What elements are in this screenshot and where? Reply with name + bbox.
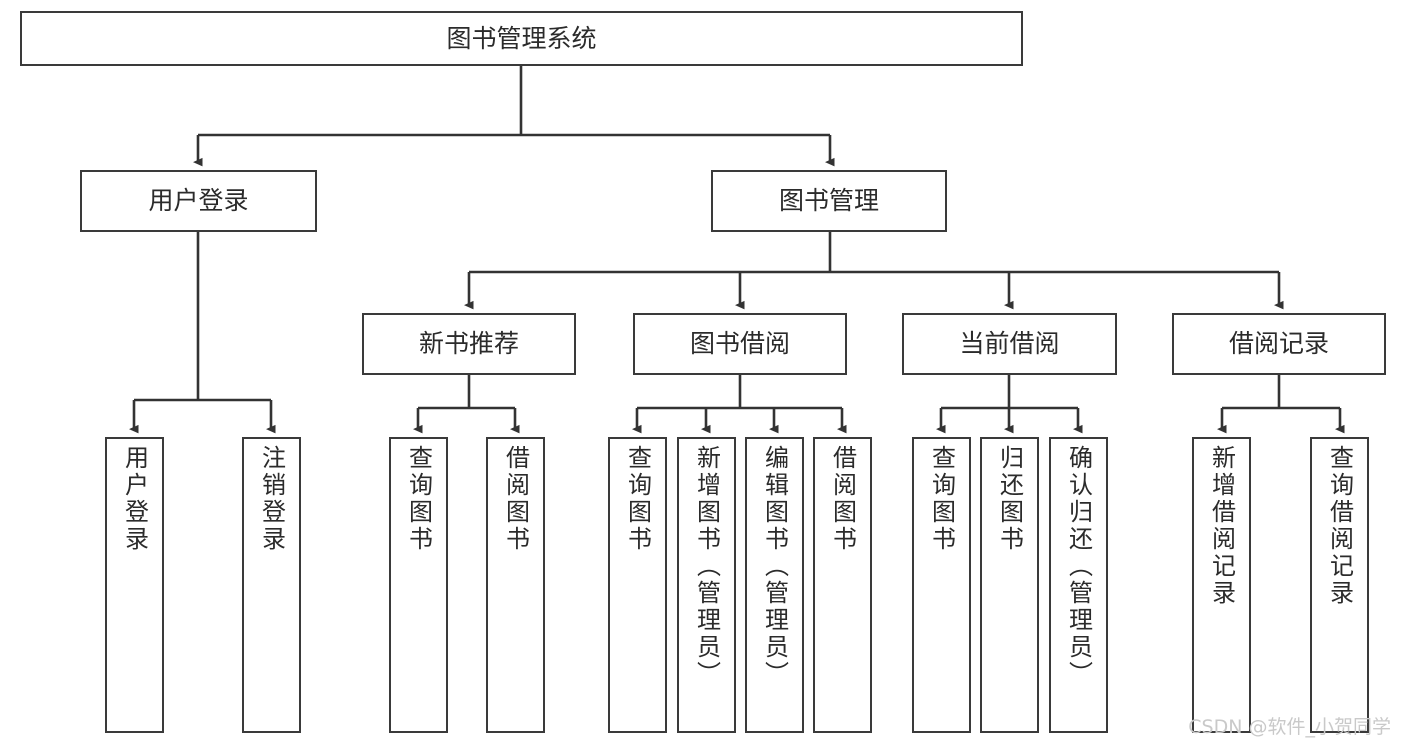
node-label: 查询借阅记录 [1325,445,1354,607]
node-label: 查询图书 [623,445,652,553]
node-leaf-add-borrow-record[interactable]: 新增借阅记录 [1192,437,1251,733]
node-leaf-query-book-2[interactable]: 查询图书 [608,437,667,733]
node-label: 归还图书 [995,445,1024,553]
node-leaf-borrow-book-1[interactable]: 借阅图书 [486,437,545,733]
node-borrow-record[interactable]: 借阅记录 [1172,313,1386,375]
node-label: 查询图书 [404,445,433,553]
node-leaf-logout-login[interactable]: 注销登录 [242,437,301,733]
node-leaf-query-book-1[interactable]: 查询图书 [389,437,448,733]
node-leaf-query-borrow-record[interactable]: 查询借阅记录 [1310,437,1369,733]
node-label: 新书推荐 [418,329,519,359]
node-label: 借阅图书 [501,445,530,553]
node-leaf-user-login[interactable]: 用户登录 [105,437,164,733]
node-leaf-confirm-return[interactable]: 确认归还（管理员） [1049,437,1108,733]
node-label: 图书借阅 [689,329,790,359]
node-label: 借阅记录 [1228,329,1329,359]
node-leaf-borrow-book-2[interactable]: 借阅图书 [813,437,872,733]
node-root-book-management-system[interactable]: 图书管理系统 [20,11,1023,66]
node-book-borrow[interactable]: 图书借阅 [633,313,847,375]
node-label: 用户登录 [120,445,149,553]
node-label: 借阅图书 [828,445,857,553]
node-label: 确认归还（管理员） [1064,445,1093,688]
node-label: 新增借阅记录 [1207,445,1236,607]
node-label: 编辑图书（管理员） [760,445,789,688]
watermark: CSDN @软件_小贺同学 [1188,716,1391,738]
node-label: 查询图书 [927,445,956,553]
node-leaf-add-book[interactable]: 新增图书（管理员） [677,437,736,733]
node-label: 注销登录 [257,445,286,553]
node-label: 新增图书（管理员） [692,445,721,688]
node-current-borrow[interactable]: 当前借阅 [902,313,1117,375]
node-new-book-recommend[interactable]: 新书推荐 [362,313,576,375]
node-leaf-edit-book[interactable]: 编辑图书（管理员） [745,437,804,733]
node-label: 当前借阅 [959,329,1060,359]
node-leaf-return-book[interactable]: 归还图书 [980,437,1039,733]
node-label: 图书管理 [778,186,879,216]
node-leaf-query-book-3[interactable]: 查询图书 [912,437,971,733]
node-label: 图书管理系统 [446,23,597,53]
node-book-manage[interactable]: 图书管理 [711,170,947,232]
node-user-login[interactable]: 用户登录 [80,170,317,232]
node-label: 用户登录 [148,186,249,216]
